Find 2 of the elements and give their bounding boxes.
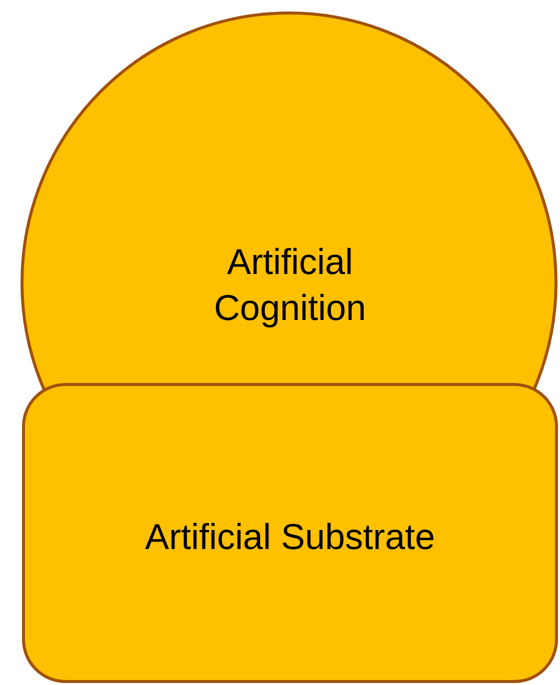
node-label: Artificial Substrate [144, 515, 436, 559]
node-label: Artificial Cognition [212, 240, 368, 330]
